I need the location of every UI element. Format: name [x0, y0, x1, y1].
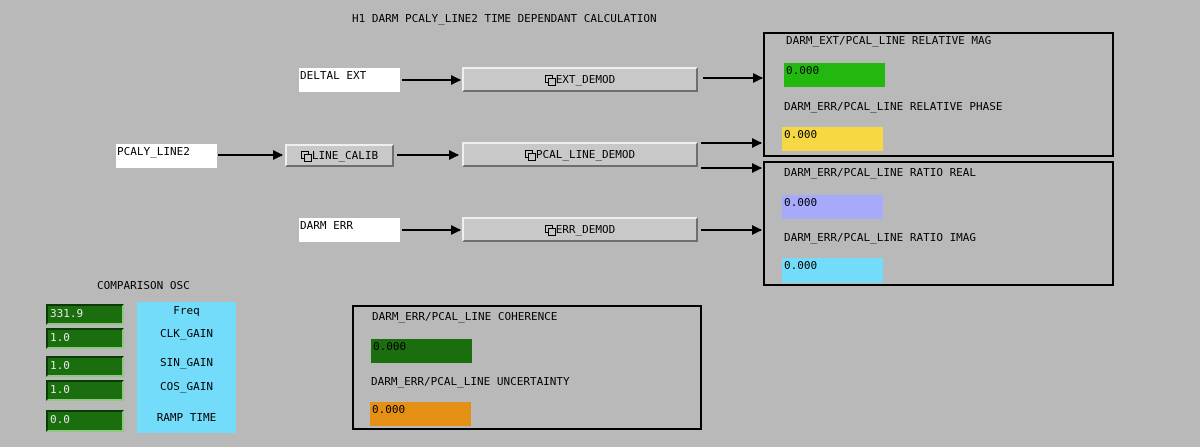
pcal-line-demod-button[interactable]: PCAL_LINE_DEMOD	[462, 142, 698, 167]
freq-input[interactable]: 331.9	[46, 304, 124, 325]
ratio-imag-label: DARM_ERR/PCAL_LINE RATIO IMAG	[784, 231, 977, 244]
window-icon	[544, 225, 556, 236]
ratio-imag-value: 0.000	[782, 258, 883, 283]
uncertainty-label: DARM_ERR/PCAL_LINE UNCERTAINTY	[371, 375, 570, 388]
deltal-ext-input: DELTAL EXT	[299, 68, 400, 92]
line-calib-button[interactable]: LINE_CALIB	[285, 144, 394, 167]
pcaly-line2-input: PCALY_LINE2	[116, 144, 217, 168]
darm-err-input: DARM ERR	[299, 218, 400, 242]
comparison-osc-title: COMPARISON OSC	[97, 279, 190, 292]
window-icon	[544, 75, 556, 86]
err-demod-button[interactable]: ERR_DEMOD	[462, 217, 698, 242]
mag-phase-frame	[763, 32, 1114, 157]
comparison-osc-panel	[137, 302, 236, 433]
sin-gain-input[interactable]: 1.0	[46, 356, 124, 377]
ratio-real-label: DARM_ERR/PCAL_LINE RATIO REAL	[784, 166, 977, 179]
coherence-frame	[352, 305, 702, 430]
cos-gain-label: COS_GAIN	[160, 380, 213, 393]
relative-mag-label: DARM_EXT/PCAL_LINE RELATIVE MAG	[786, 34, 992, 47]
ratio-real-value: 0.000	[782, 195, 883, 219]
ratio-frame	[763, 161, 1114, 286]
clk-gain-label: CLK_GAIN	[160, 327, 213, 340]
clk-gain-input[interactable]: 1.0	[46, 328, 124, 349]
page-title: H1 DARM PCALY_LINE2 TIME DEPENDANT CALCU…	[352, 12, 657, 25]
freq-label: Freq	[173, 304, 200, 317]
relative-phase-label: DARM_ERR/PCAL_LINE RELATIVE PHASE	[784, 100, 1003, 113]
coherence-value: 0.000	[371, 339, 472, 363]
ramp-time-label: RAMP TIME	[156, 411, 217, 424]
window-icon	[300, 151, 312, 162]
uncertainty-value: 0.000	[370, 402, 471, 426]
ext-demod-button[interactable]: EXT_DEMOD	[462, 67, 698, 92]
relative-phase-value: 0.000	[782, 127, 883, 151]
coherence-label: DARM_ERR/PCAL_LINE COHERENCE	[372, 310, 558, 323]
sin-gain-label: SIN_GAIN	[160, 356, 213, 369]
ramp-time-input[interactable]: 0.0	[46, 410, 124, 432]
cos-gain-input[interactable]: 1.0	[46, 380, 124, 401]
relative-mag-value: 0.000	[784, 63, 885, 87]
window-icon	[524, 150, 536, 161]
